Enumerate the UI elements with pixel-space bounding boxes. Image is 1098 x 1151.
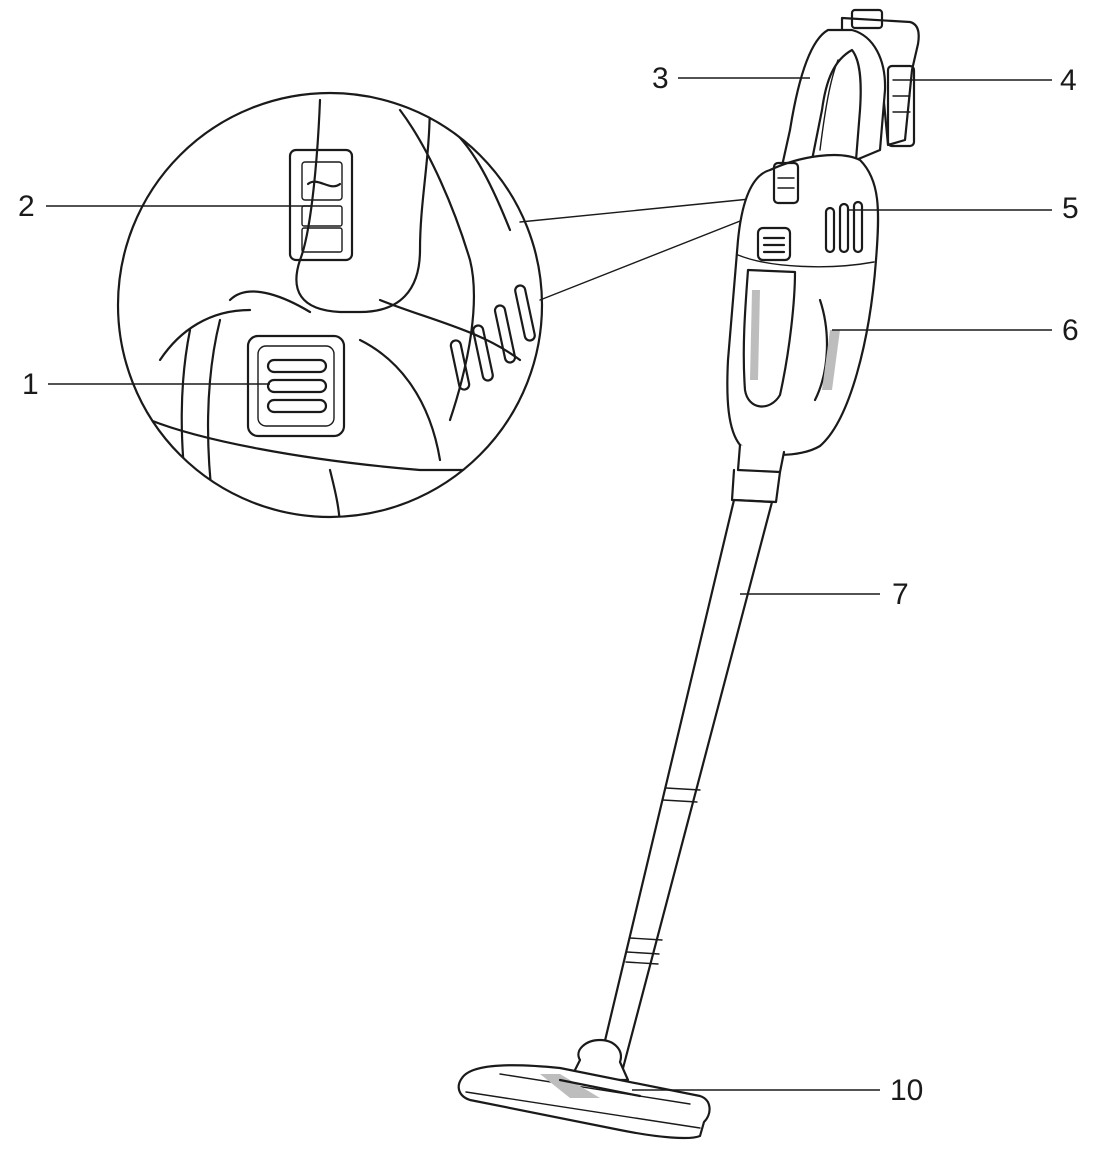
callout-6: 6 bbox=[832, 314, 1079, 347]
callout-2: 2 bbox=[18, 190, 312, 223]
slide-switch-detail bbox=[288, 148, 354, 262]
handle bbox=[778, 28, 887, 177]
callout-label-1: 1 bbox=[22, 368, 39, 401]
callout-7: 7 bbox=[740, 578, 909, 611]
extension-pipe bbox=[596, 498, 774, 1074]
callout-label-4: 4 bbox=[1060, 64, 1077, 97]
callout-10: 10 bbox=[632, 1074, 923, 1107]
callout-5: 5 bbox=[848, 192, 1079, 225]
vacuum-body bbox=[457, 8, 920, 1140]
callout-label-3: 3 bbox=[652, 62, 669, 95]
side-grille bbox=[824, 200, 864, 254]
callout-label-2: 2 bbox=[18, 190, 35, 223]
detail-magnifier bbox=[116, 91, 769, 519]
power-switch-detail bbox=[246, 334, 346, 438]
callout-1: 1 bbox=[22, 368, 270, 401]
callout-label-7: 7 bbox=[892, 578, 909, 611]
callout-label-6: 6 bbox=[1062, 314, 1079, 347]
callout-4: 4 bbox=[912, 64, 1077, 97]
callout-label-5: 5 bbox=[1062, 192, 1079, 225]
callouts: 1 2 3 4 5 6 7 10 bbox=[18, 62, 1079, 1107]
main-housing bbox=[726, 154, 880, 504]
floor-nozzle bbox=[457, 1038, 711, 1140]
callout-3: 3 bbox=[652, 62, 810, 95]
callout-label-10: 10 bbox=[890, 1074, 923, 1107]
